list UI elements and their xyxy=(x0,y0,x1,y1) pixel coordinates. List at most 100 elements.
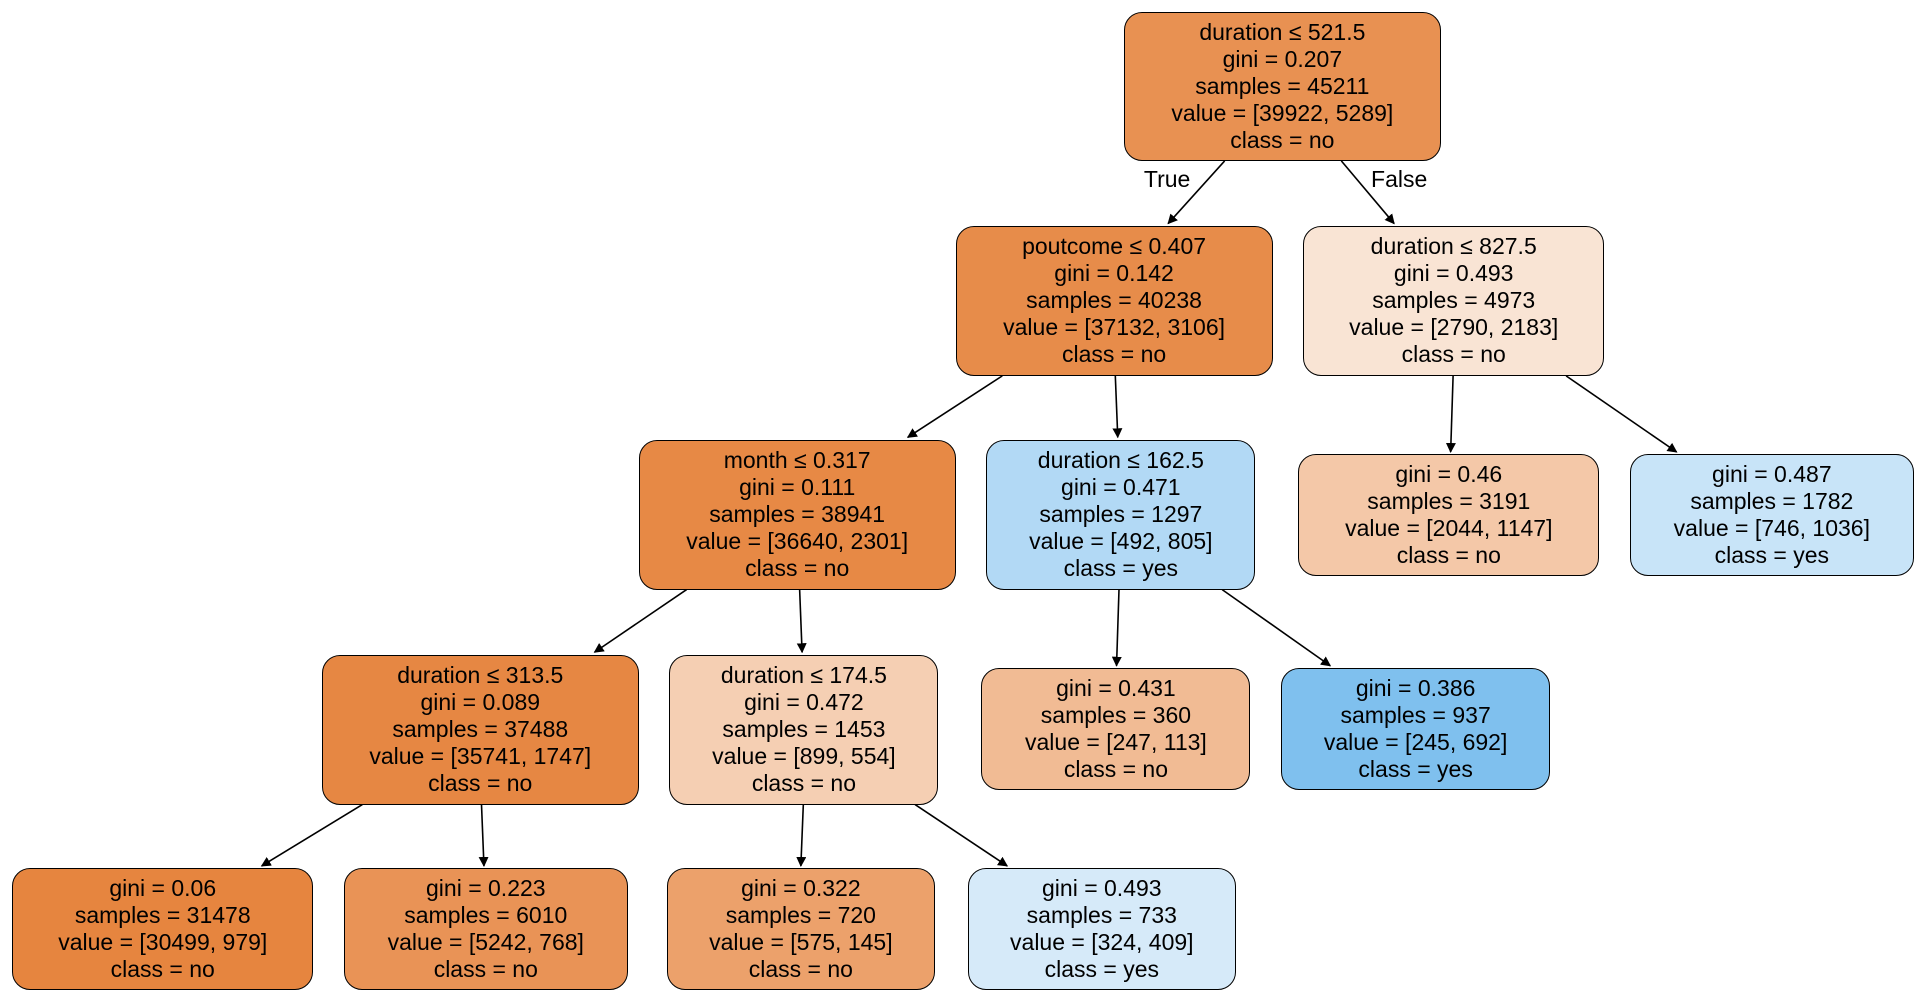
node-line: value = [324, 409] xyxy=(1010,929,1194,956)
node-line: value = [245, 692] xyxy=(1323,729,1508,755)
node-line: gini = 0.431 xyxy=(1056,675,1176,701)
node-line: value = [746, 1036] xyxy=(1673,515,1870,542)
node-line: gini = 0.223 xyxy=(426,875,546,902)
node-line: samples = 1297 xyxy=(1039,501,1203,528)
node-line: class = yes xyxy=(1358,756,1473,782)
edge-n0-n2 xyxy=(1340,160,1395,225)
edge-n8-n14 xyxy=(914,803,1009,867)
node-line: poutcome ≤ 0.407 xyxy=(1022,233,1207,260)
node-line: gini = 0.472 xyxy=(744,689,864,716)
node-line: class = no xyxy=(748,956,853,983)
node-line: class = no xyxy=(1061,341,1167,368)
node-line: gini = 0.46 xyxy=(1395,461,1503,488)
node-line: gini = 0.207 xyxy=(1222,46,1343,73)
node-line: gini = 0.089 xyxy=(420,689,541,716)
node-line: class = no xyxy=(751,770,857,797)
edge-n8-n13 xyxy=(796,804,807,867)
node-line: gini = 0.322 xyxy=(741,875,861,902)
edge-n3-n7 xyxy=(593,588,688,653)
node-line: gini = 0.06 xyxy=(109,875,217,902)
node-line: month ≤ 0.317 xyxy=(723,447,871,474)
node-line: class = no xyxy=(1063,756,1169,782)
node-line: value = [2790, 2183] xyxy=(1349,314,1559,341)
node-line: duration ≤ 827.5 xyxy=(1370,233,1537,260)
node-line: class = yes xyxy=(1714,542,1830,569)
node-line: samples = 45211 xyxy=(1195,73,1370,100)
node-line: value = [5242, 768] xyxy=(387,929,584,956)
edge-n7-n11 xyxy=(260,803,363,867)
node-line: value = [575, 145] xyxy=(709,929,893,956)
node-line: class = no xyxy=(110,956,215,983)
node-line: class = no xyxy=(428,770,533,797)
node-line: gini = 0.142 xyxy=(1054,260,1174,287)
node-line: class = yes xyxy=(1063,555,1179,582)
edge-n0-n1 xyxy=(1167,160,1226,225)
node-line: gini = 0.111 xyxy=(739,474,856,501)
node-line: gini = 0.386 xyxy=(1355,675,1476,701)
node-line: value = [492, 805] xyxy=(1029,528,1213,555)
node-line: class = no xyxy=(1230,127,1335,154)
node-line: samples = 3191 xyxy=(1367,488,1531,515)
node-line: class = no xyxy=(745,555,850,582)
node-line: samples = 6010 xyxy=(404,902,568,929)
node-line: samples = 360 xyxy=(1040,702,1192,728)
edge-n2-n5 xyxy=(1445,375,1456,454)
node-line: class = no xyxy=(1401,341,1506,368)
node-line: value = [37132, 3106] xyxy=(1003,314,1226,341)
edge-n4-n9 xyxy=(1111,589,1122,667)
node-line: value = [36640, 2301] xyxy=(686,528,909,555)
edge-label-false: False xyxy=(1371,165,1428,192)
edge-n7-n12 xyxy=(478,804,489,867)
node-line: samples = 38941 xyxy=(709,501,886,528)
node-line: duration ≤ 162.5 xyxy=(1037,447,1204,474)
node-line: samples = 720 xyxy=(725,902,876,929)
edge-n2-n6 xyxy=(1565,375,1678,453)
edge-n3-n8 xyxy=(796,589,807,654)
edge-n1-n4 xyxy=(1112,375,1123,439)
node-line: duration ≤ 174.5 xyxy=(720,662,887,689)
node-line: gini = 0.487 xyxy=(1712,461,1832,488)
node-line: value = [2044, 1147] xyxy=(1345,515,1553,542)
node-line: gini = 0.471 xyxy=(1061,474,1181,501)
node-line: samples = 1782 xyxy=(1690,488,1854,515)
node-line: value = [39922, 5289] xyxy=(1171,100,1394,127)
edge-n4-n10 xyxy=(1221,588,1332,667)
node-line: gini = 0.493 xyxy=(1393,260,1514,287)
node-line: samples = 937 xyxy=(1340,702,1491,728)
node-line: duration ≤ 521.5 xyxy=(1199,19,1366,46)
node-line: value = [247, 113] xyxy=(1025,729,1207,755)
node-line: samples = 40238 xyxy=(1026,287,1202,314)
node-line: samples = 37488 xyxy=(392,716,569,743)
node-line: value = [30499, 979] xyxy=(58,929,268,956)
node-line: samples = 4973 xyxy=(1372,287,1536,314)
edge-n1-n3 xyxy=(906,375,1003,438)
node-line: class = no xyxy=(433,956,538,983)
edge-label-true: True xyxy=(1143,165,1191,192)
node-line: value = [35741, 1747] xyxy=(369,743,592,770)
node-line: class = yes xyxy=(1044,956,1159,983)
node-line: value = [899, 554] xyxy=(712,743,896,770)
node-line: samples = 31478 xyxy=(74,902,251,929)
node-line: duration ≤ 313.5 xyxy=(397,662,564,689)
node-line: gini = 0.493 xyxy=(1042,875,1162,902)
node-line: samples = 1453 xyxy=(722,716,886,743)
node-line: class = no xyxy=(1396,542,1501,569)
node-line: samples = 733 xyxy=(1026,902,1177,929)
